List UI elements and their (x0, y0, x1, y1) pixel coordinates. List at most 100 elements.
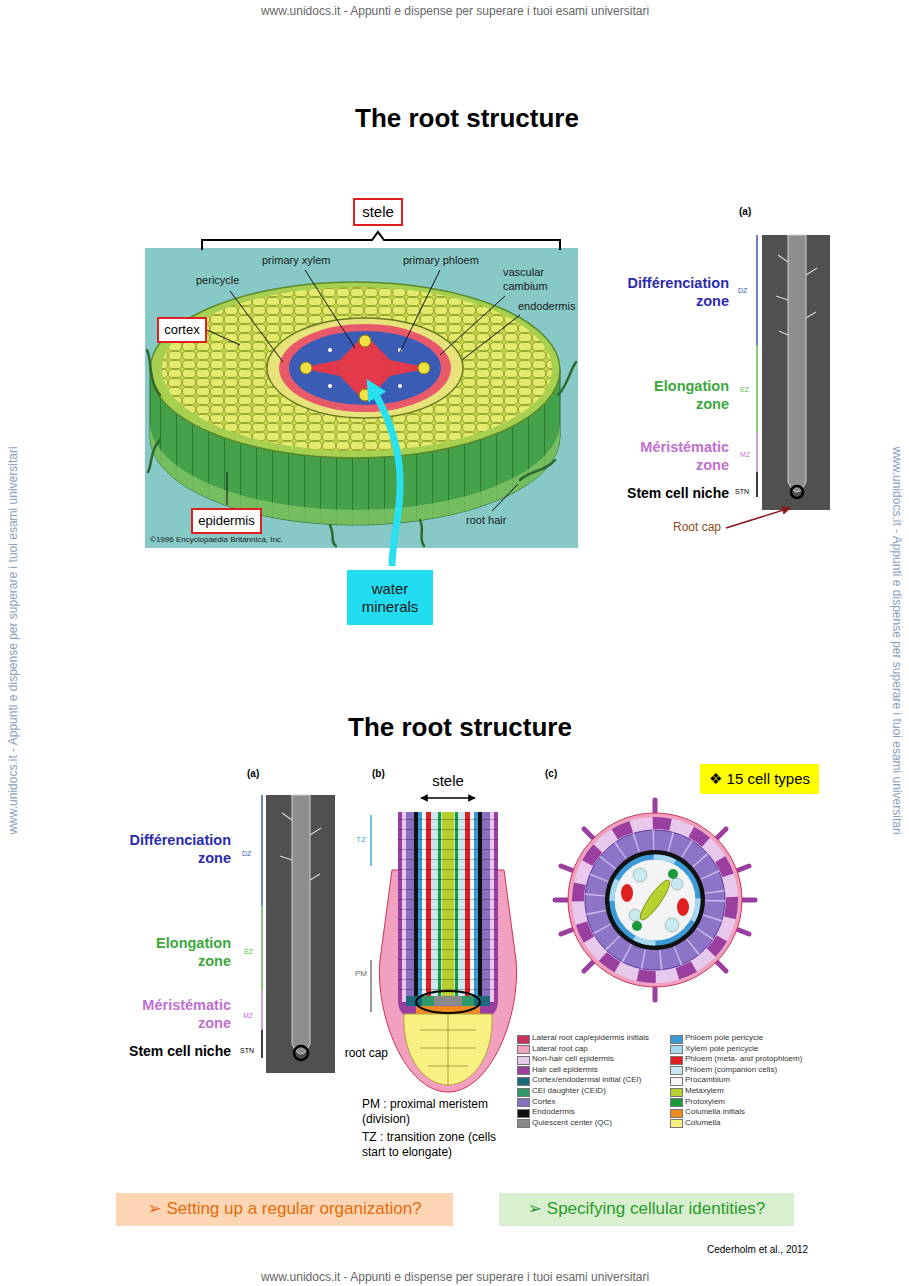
legend-swatch (517, 1035, 530, 1044)
highlight-box: ❖ 15 cell types (700, 764, 819, 794)
note: TZ : transition zone (cells start to elo… (362, 1130, 512, 1160)
legend-swatch (670, 1109, 683, 1118)
legend-text: Lateral root cap (532, 1044, 588, 1054)
box-text: epidermis (198, 513, 254, 529)
zone-name: Stem cell niche (129, 1043, 231, 1061)
root-micrograph (262, 795, 335, 1073)
note: PM : proximal meristem (division) (362, 1097, 512, 1127)
zone-name: Méristématic zone (625, 438, 729, 474)
legend-text: Lateral root cap/epidermis initials (532, 1033, 649, 1043)
zone-code: DZ (242, 850, 251, 859)
callout-box: epidermis (191, 508, 262, 534)
legend-swatch (517, 1045, 530, 1054)
root-cap-label: Root cap (673, 520, 721, 535)
zone-code: STN (240, 1047, 254, 1056)
legend-text: Phloem (companion cells) (685, 1065, 777, 1075)
zone-code: PM (355, 969, 367, 979)
zone-code: DZ (738, 287, 747, 296)
copyright: ©1996 Encyclopaedia Britannica, Inc. (150, 535, 283, 545)
zone-name: Stem cell niche (627, 485, 729, 503)
part-label: primary xylem (262, 254, 330, 268)
legend-text: Non-hair cell epidermis (532, 1054, 614, 1064)
box-text: stele (362, 203, 394, 221)
legend-swatch (517, 1066, 530, 1075)
zone-code: TZ (356, 835, 366, 845)
watermark: www.unidocs.it - Appunti e dispense per … (6, 446, 21, 834)
water-arrow (372, 388, 400, 566)
zone-code: STN (735, 488, 749, 497)
slide-title: The root structure (348, 711, 572, 744)
legend-text: Columella (685, 1118, 721, 1128)
panel-letter: (c) (545, 768, 557, 781)
panel-letter: (b) (372, 768, 385, 781)
legend-text: Protoxylem (685, 1097, 725, 1107)
root-cap-label: root cap (345, 1046, 388, 1061)
stele-label: stele (432, 772, 464, 791)
zone-code: EZ (740, 386, 749, 395)
legend-text: Procambium (685, 1075, 730, 1085)
legend-swatch (670, 1119, 683, 1128)
zone-code: MZ (243, 1012, 253, 1021)
part-label: pericycle (196, 274, 239, 288)
part-label: vascular cambium (503, 266, 558, 294)
legend-text: CEI daughter (CEID) (532, 1086, 606, 1096)
legend-swatch (670, 1077, 683, 1086)
box-text: ➢ Setting up a regular organization? (147, 1199, 421, 1219)
zone-name: Différenciation zone (609, 274, 729, 310)
watermark: www.unidocs.it - Appunti e dispense per … (888, 446, 903, 834)
legend-text: Phloem pole pericycle (685, 1033, 763, 1043)
legend-text: Phloem (meta- and protophloem) (685, 1054, 802, 1064)
zone-name: Méristématic zone (127, 996, 231, 1032)
zone-name: Elongation zone (139, 934, 231, 970)
flow-box: water minerals (347, 570, 433, 625)
legend-text: Cortex/endodermal initial (CEI) (532, 1075, 641, 1085)
panel-letter: (a) (247, 768, 259, 781)
question-box: ➢ Setting up a regular organization? (116, 1193, 453, 1226)
part-label: endodermis (518, 300, 575, 314)
watermark: www.unidocs.it - Appunti e dispense per … (261, 4, 649, 19)
legend-swatch (517, 1056, 530, 1065)
legend-swatch (517, 1119, 530, 1128)
legend-swatch (670, 1066, 683, 1075)
legend-text: Xylem pole pericycle (685, 1044, 758, 1054)
legend-swatch (670, 1056, 683, 1065)
question-box: ➢ Specifying cellular identities? (499, 1193, 794, 1226)
citation: Cederholm et al., 2012 (707, 1244, 808, 1257)
legend-text: Quiescent center (QC) (532, 1118, 612, 1128)
zone-code: EZ (244, 948, 253, 957)
zone-name: Elongation zone (637, 377, 729, 413)
legend-swatch (670, 1035, 683, 1044)
watermark: www.unidocs.it - Appunti e dispense per … (261, 1270, 649, 1285)
root-tip-diagram (371, 798, 517, 1092)
legend-text: Endodermis (532, 1107, 575, 1117)
part-label: primary phloem (403, 254, 479, 268)
root-micrograph (726, 235, 830, 528)
root-section-3d (145, 248, 578, 548)
part-label: root hair (466, 514, 506, 528)
slide-title: The root structure (355, 102, 579, 135)
box-text: ❖ 15 cell types (709, 770, 810, 788)
root-cross-section (555, 800, 755, 1000)
legend-swatch (517, 1098, 530, 1107)
stele-bracket (202, 232, 560, 250)
callout-box: cortex (157, 317, 207, 343)
box-text: cortex (164, 322, 199, 338)
legend-swatch (670, 1098, 683, 1107)
panel-letter: (a) (739, 206, 751, 219)
box-text: water minerals (353, 580, 427, 616)
legend-text: Columella initials (685, 1107, 745, 1117)
legend-swatch (517, 1077, 530, 1086)
legend-swatch (517, 1109, 530, 1118)
zone-name: Différenciation zone (111, 831, 231, 867)
legend-swatch (670, 1045, 683, 1054)
legend-text: Metaxylem (685, 1086, 724, 1096)
legend-swatch (670, 1088, 683, 1097)
legend-swatch (517, 1088, 530, 1097)
box-text: ➢ Specifying cellular identities? (528, 1199, 765, 1219)
legend-text: Hair cell epidermis (532, 1065, 598, 1075)
zone-code: MZ (740, 451, 750, 460)
legend-text: Cortex (532, 1097, 556, 1107)
callout-box: stele (353, 198, 403, 226)
